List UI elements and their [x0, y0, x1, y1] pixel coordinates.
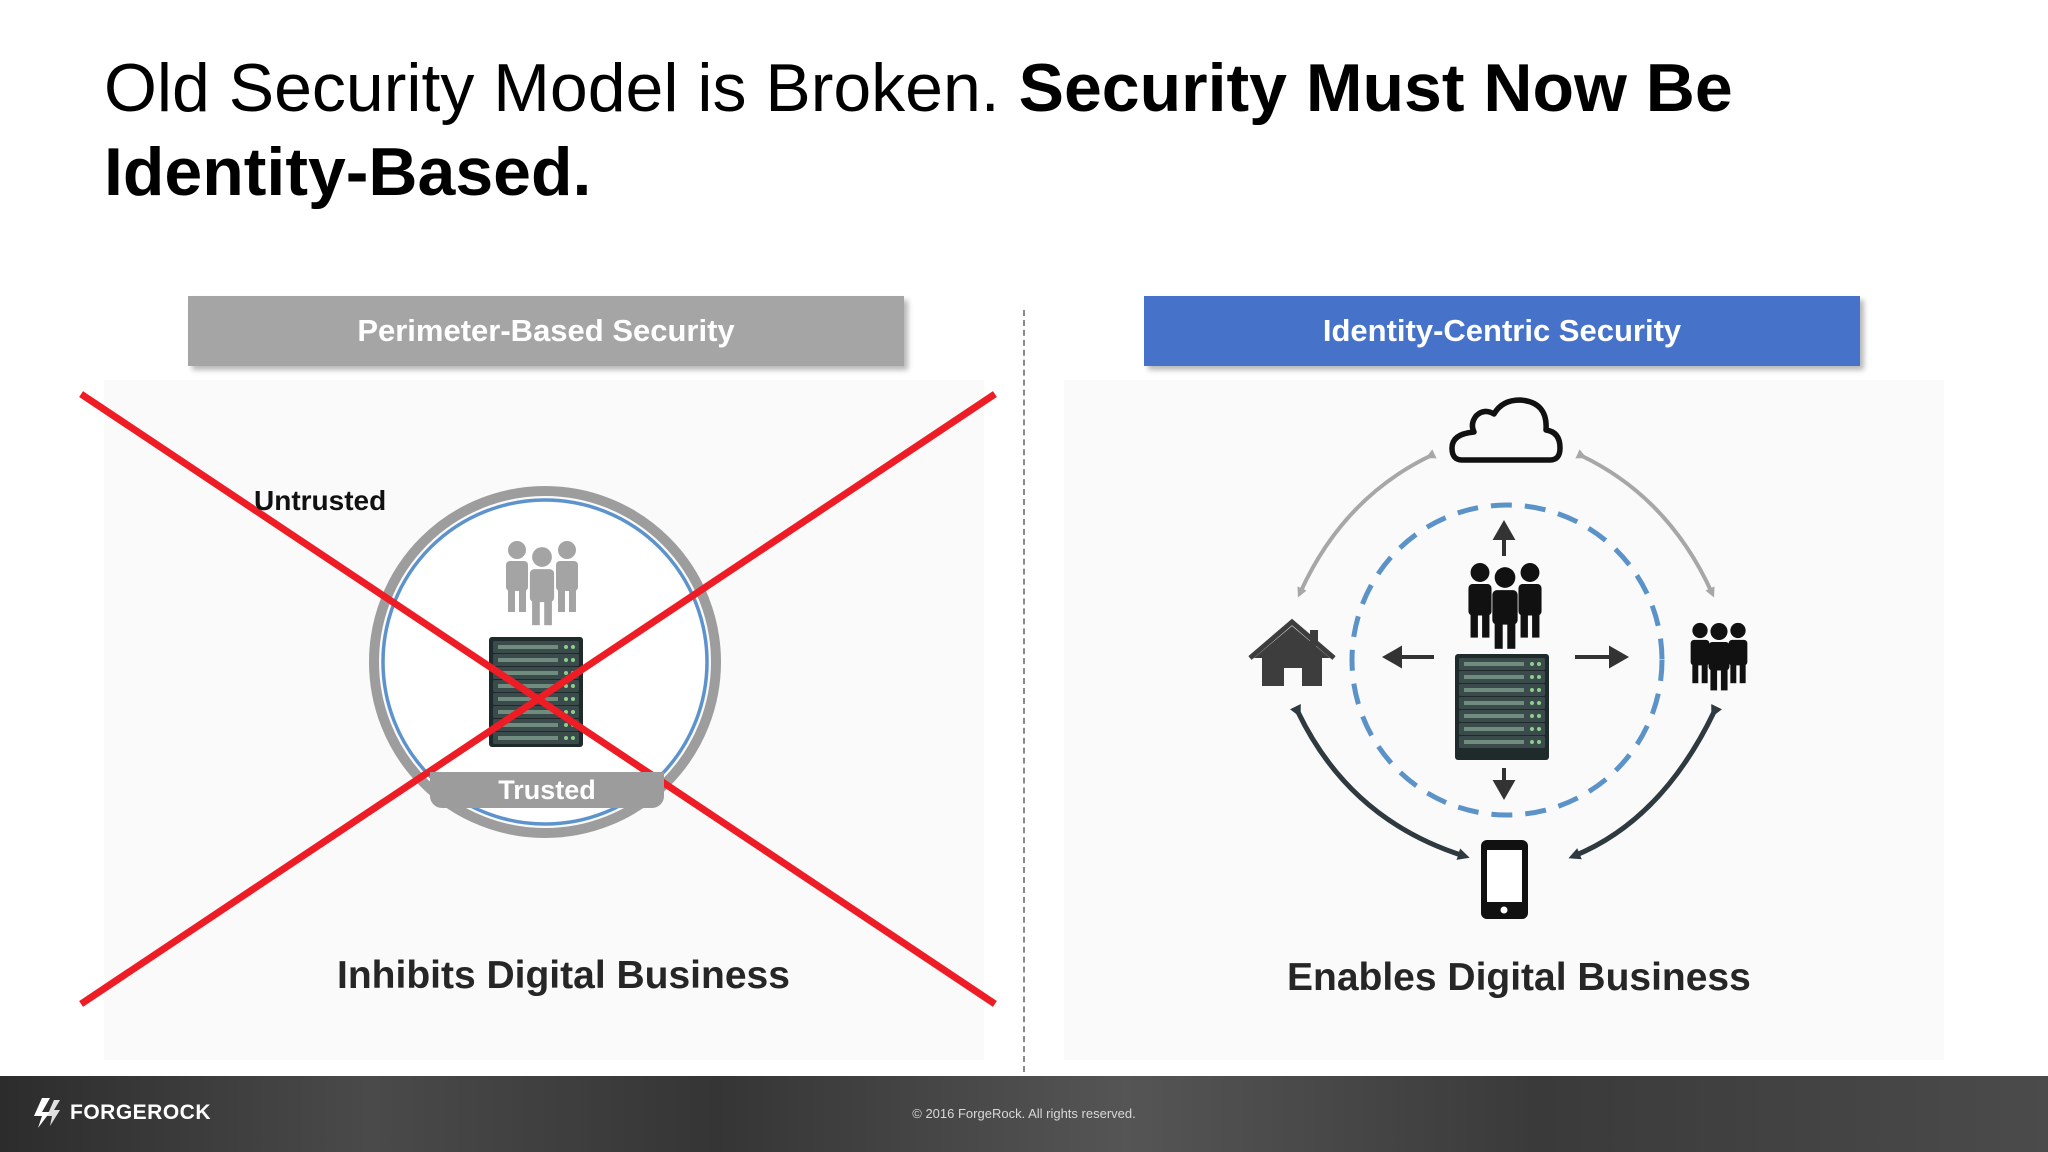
footer-bar: FORGEROCK © 2016 ForgeRock. All rights r…	[0, 1076, 2048, 1152]
home-icon	[1250, 622, 1334, 686]
inhibits-caption: Inhibits Digital Business	[337, 954, 790, 998]
untrusted-label: Untrusted	[254, 485, 386, 517]
group-icon	[1691, 623, 1748, 691]
server-icon	[1455, 654, 1549, 760]
server-icon	[489, 637, 583, 747]
trusted-label: Trusted	[430, 772, 664, 808]
enables-caption: Enables Digital Business	[1287, 956, 1751, 1000]
cloud-icon	[1452, 400, 1560, 460]
copyright-text: © 2016 ForgeRock. All rights reserved.	[0, 1106, 2048, 1121]
mobile-phone-icon	[1481, 840, 1528, 919]
people-icon	[1468, 563, 1541, 649]
